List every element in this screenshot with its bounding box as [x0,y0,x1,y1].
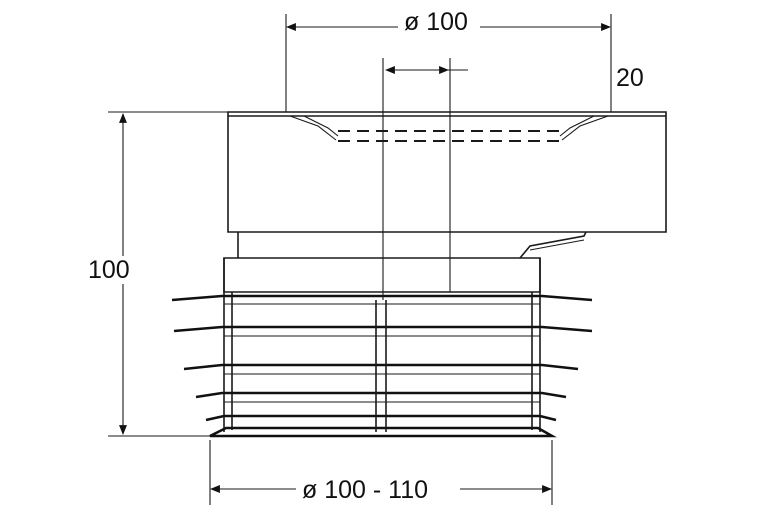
socket-chamfer-right-inner [559,115,595,137]
collar-outline [227,111,667,233]
centre-lines [382,58,451,300]
top-diameter-dimension: ø 100 [285,8,612,112]
body-band [223,257,541,293]
socket-chamfer-right [561,115,609,141]
offset-label: 20 [616,64,644,92]
offset-dimension: 20 [385,64,644,92]
upper-collar [227,111,667,233]
bottom-lip [209,426,557,438]
bottom-diameter-dimension: ø 100 - 110 [209,440,553,505]
sealing-fin-2 [173,325,593,337]
sealing-fin-3 [183,363,579,375]
top-diameter-label: ø 100 [404,8,468,36]
socket-chamfer-left-inner [303,115,339,137]
neck-step [519,231,587,259]
sealing-fin-5 [205,414,557,422]
ribbed-body [171,257,593,438]
socket-chamfer-left [289,115,337,141]
sealing-fin-4 [195,391,567,403]
neck [237,231,587,259]
sealing-fin-1 [171,294,593,305]
height-label: 100 [88,256,130,284]
bottom-diameter-label: ø 100 - 110 [302,476,428,504]
neck-step-inner [529,239,585,251]
height-dimension: 100 [88,111,228,437]
